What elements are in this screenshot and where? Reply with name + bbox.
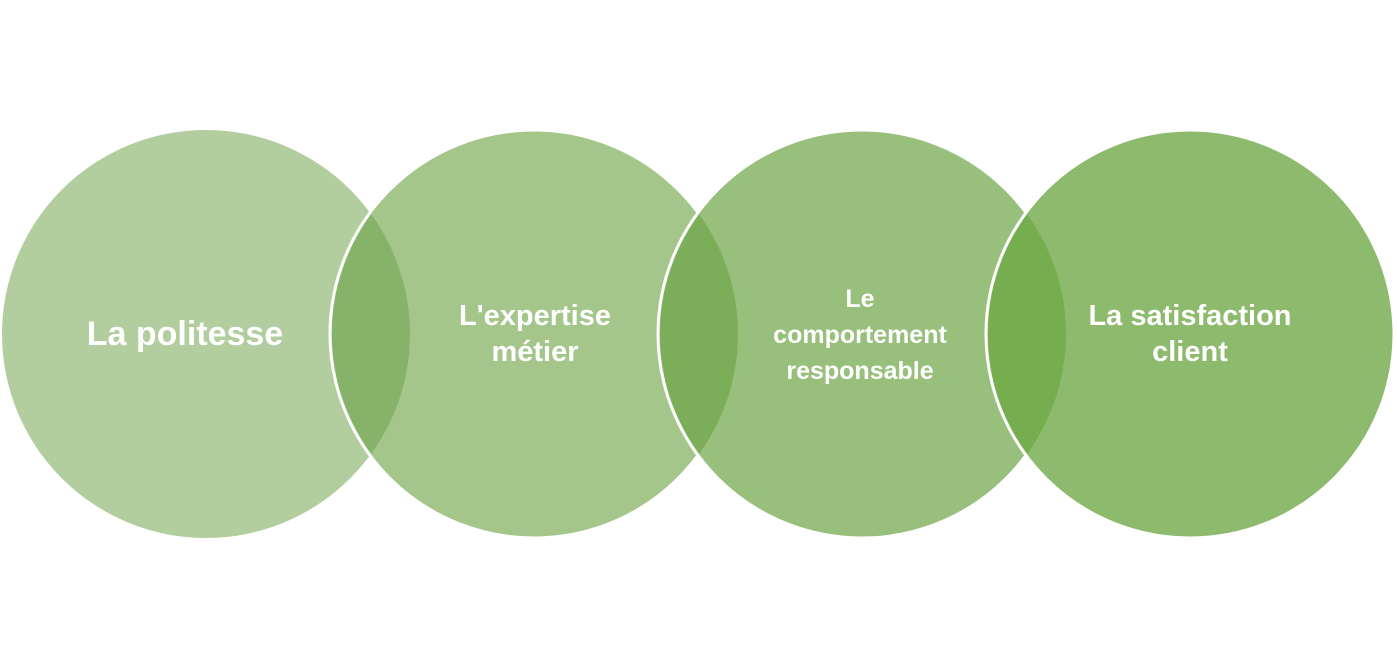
label-comportement-responsable: Le comportement responsable	[773, 284, 947, 386]
circle-la-politesse	[2, 130, 410, 538]
label-satisfaction-client: La satisfaction client	[1088, 299, 1292, 368]
circle-satisfaction-client	[984, 128, 1396, 540]
label-la-politesse: La politesse	[86, 314, 284, 353]
label-expertise-metier: L'expertise métier	[459, 299, 611, 368]
